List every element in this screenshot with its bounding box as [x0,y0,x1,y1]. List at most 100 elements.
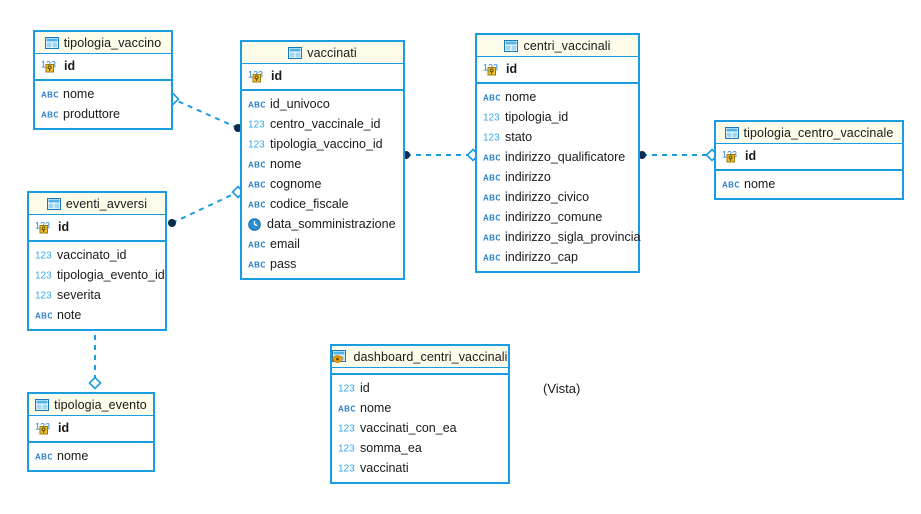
column-name: id [506,61,518,76]
entity-header[interactable]: tipologia_evento [29,394,153,416]
column-row[interactable]: ABC email [242,234,403,254]
svg-text:123: 123 [35,291,52,302]
entity-title: tipologia_centro_vaccinale [743,125,894,140]
123-icon: 123 [35,289,52,302]
column-name: id_univoco [270,96,330,111]
relationship-rel-eventi-avversi-tipologia-evento[interactable] [88,321,102,390]
column-row[interactable]: ABC id_univoco [242,94,403,114]
entity-header[interactable]: dashboard_centri_vaccinali [332,346,508,368]
svg-text:123: 123 [35,251,52,262]
table-icon [44,36,59,49]
view-divider [332,368,508,375]
svg-text:ABC: ABC [35,311,52,320]
entity-tipologia_vaccino[interactable]: tipologia_vaccino123idABCnomeABCprodutto… [33,30,173,130]
relationship-rel-centri-tipologia-centro[interactable] [638,148,719,162]
abc-icon: ABC [483,172,500,183]
column-name: nome [63,86,95,101]
entity-eventi_avversi[interactable]: eventi_avversi123id 123vaccinato_id123tip… [27,191,167,331]
abc-icon: ABC [35,310,52,321]
table-icon [288,46,303,59]
column-name: indirizzo_qualificatore [505,149,626,164]
column-row[interactable]: ABC indirizzo_civico [477,187,638,207]
primary-key-row[interactable]: 123 id [477,59,638,79]
column-row[interactable]: data_somministrazione [242,214,403,234]
column-row[interactable]: ABC indirizzo_cap [477,247,638,267]
column-row[interactable]: ABC indirizzo_sigla_provincia [477,227,641,247]
column-name: indirizzo [505,169,551,184]
entity-header[interactable]: vaccinati [242,42,403,64]
primary-key-number-icon: 123 [722,149,740,163]
123-icon: 123 [338,442,355,455]
svg-text:ABC: ABC [722,180,739,189]
primary-key-number-icon: 123 [483,62,501,76]
svg-text:ABC: ABC [248,240,265,249]
abc-icon: ABC [248,99,265,110]
column-name: cognome [270,176,322,191]
table-icon [504,39,519,52]
column-row[interactable]: 123 id [332,378,508,398]
column-name: nome [360,400,392,415]
123-icon: 123 [338,382,355,395]
relationship-rel-eventi-avversi-vaccinati[interactable] [168,185,245,228]
relationship-rel-vaccinati-centri-vaccinali[interactable] [402,148,480,162]
column-name: indirizzo_cap [505,249,578,264]
svg-text:123: 123 [338,444,355,455]
relationship-one-endpoint [88,376,102,390]
column-row[interactable]: ABC indirizzo [477,167,638,187]
column-name: id [360,380,370,395]
entity-header[interactable]: tipologia_vaccino [35,32,171,54]
entity-tipologia_evento[interactable]: tipologia_evento123idABCnome [27,392,155,472]
column-name: indirizzo_sigla_provincia [505,229,641,244]
entity-vaccinati[interactable]: vaccinati123idABC id_univoco 123centro_vac… [240,40,405,280]
svg-text:ABC: ABC [483,253,500,262]
primary-key-number-icon: 123 [248,69,266,83]
relationship-rel-tipologia-vaccino-vaccinati[interactable] [166,92,243,133]
svg-text:ABC: ABC [483,233,500,242]
entity-header[interactable]: centri_vaccinali [477,35,638,57]
column-name: tipologia_vaccino_id [270,136,383,151]
entity-centri_vaccinali[interactable]: centri_vaccinali 123 idABCnome123tipologia… [475,33,641,273]
column-name: id [58,420,70,435]
abc-icon: ABC [483,192,500,203]
svg-text:ABC: ABC [483,213,500,222]
entity-header[interactable]: tipologia_centro_vaccinale [716,122,902,144]
column-name: indirizzo_civico [505,189,590,204]
entity-header[interactable]: eventi_avversi [29,193,165,215]
column-name: email [270,236,300,251]
